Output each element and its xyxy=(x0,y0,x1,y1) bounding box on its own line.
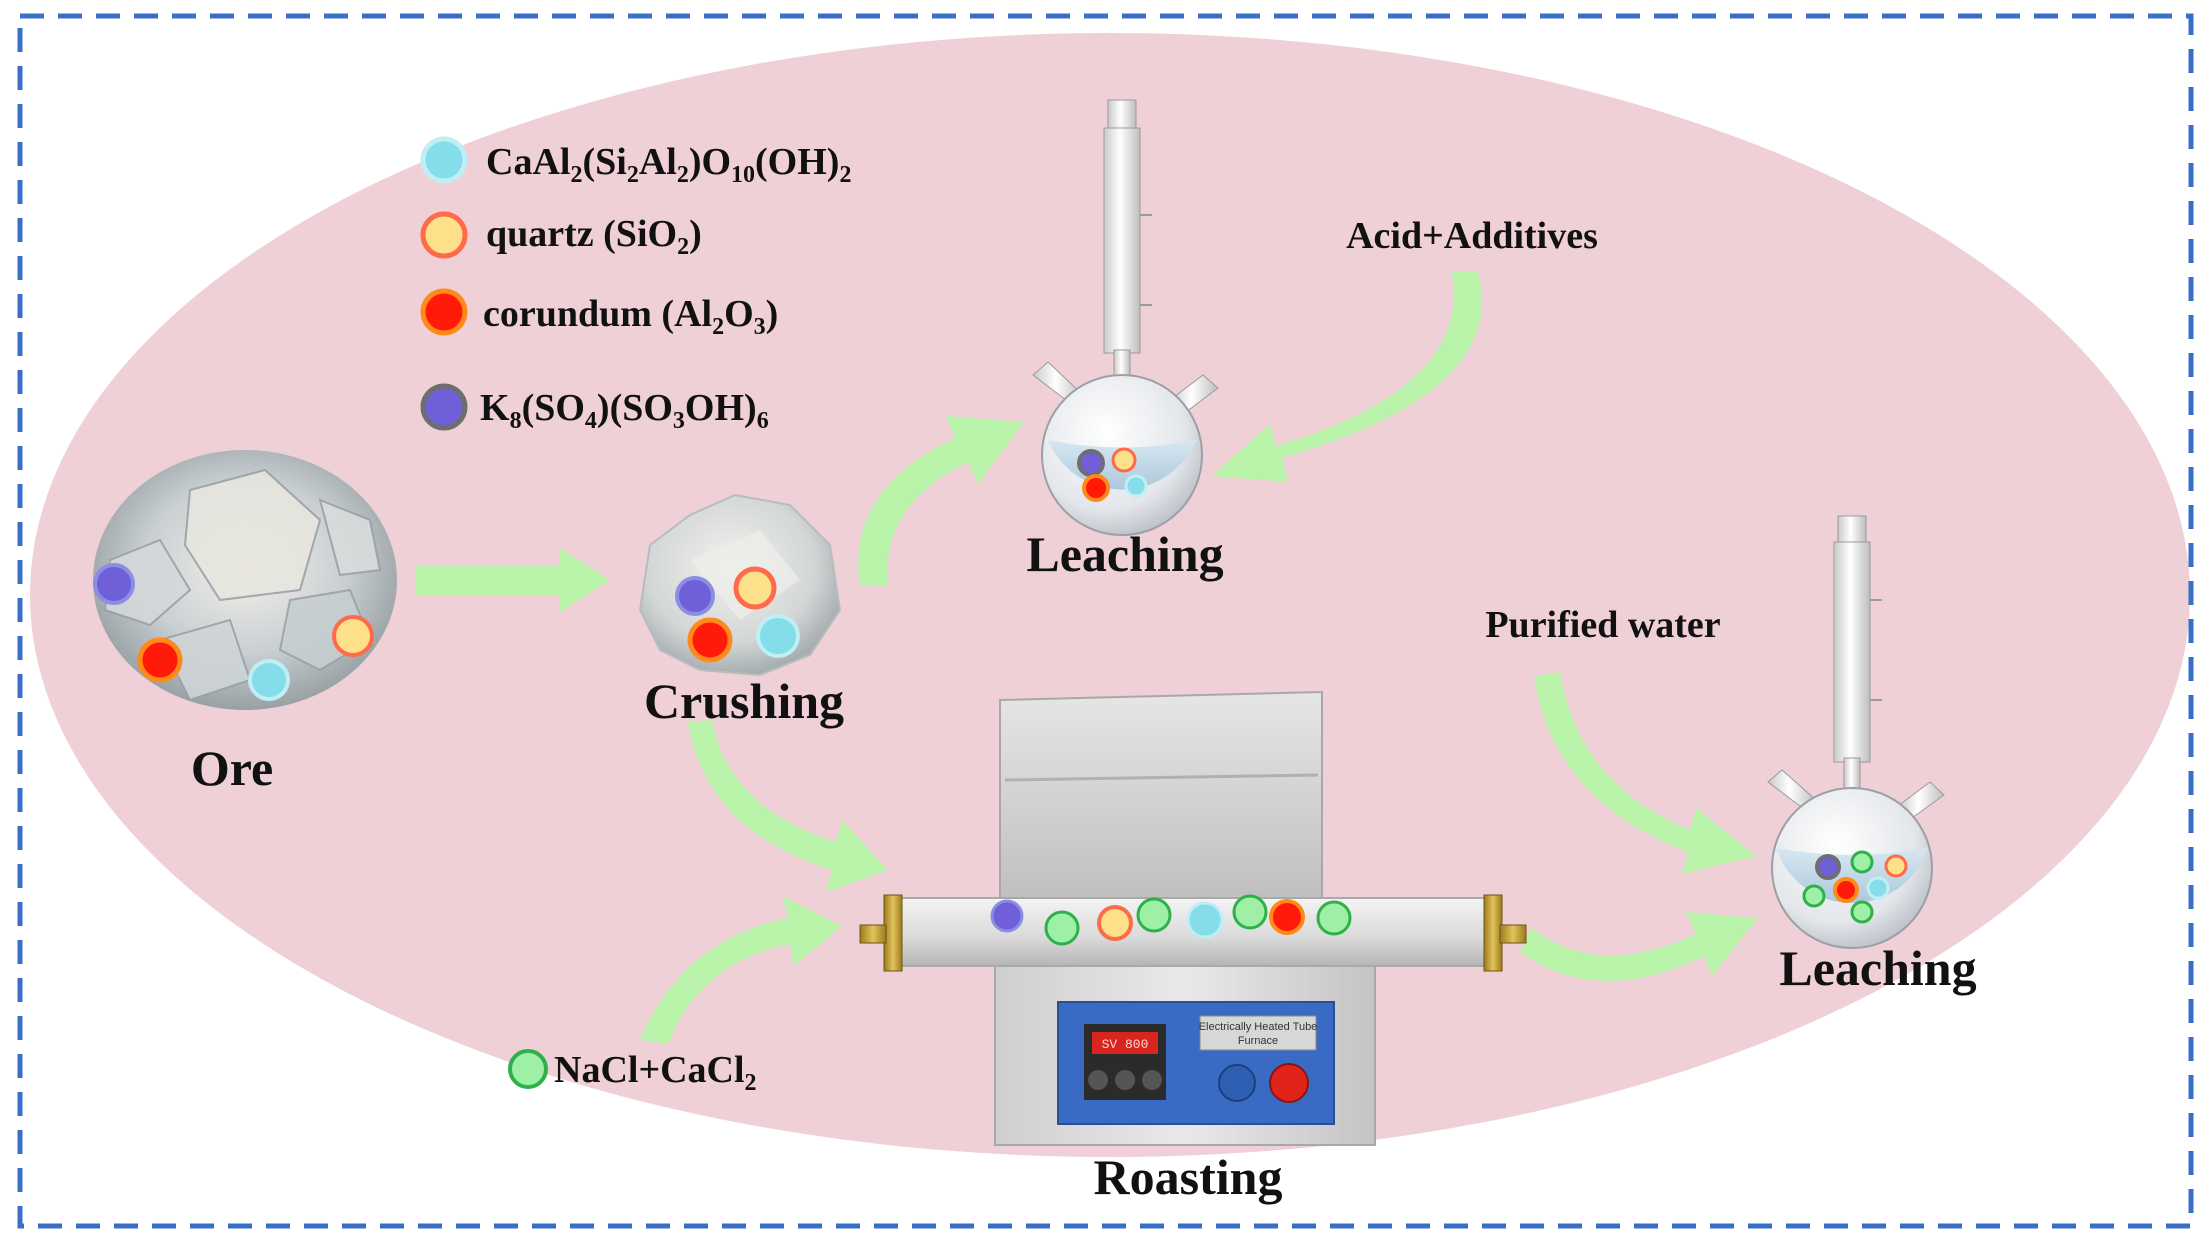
arrow-roasting-to-leaching xyxy=(1520,912,1758,982)
display-readout: SV 800 xyxy=(1102,1037,1149,1052)
particle xyxy=(1802,884,1826,908)
particle xyxy=(733,566,777,610)
legend-label-quartz: quartz (SiO2) xyxy=(486,213,702,260)
formula-text: (SO xyxy=(522,387,585,429)
particle xyxy=(990,899,1024,933)
water-label: Purified water xyxy=(1485,604,1720,646)
particle xyxy=(1833,877,1859,903)
formula-subscript: 4 xyxy=(585,408,597,434)
particle xyxy=(675,576,715,616)
arrow-crushing-to-leaching xyxy=(858,416,1024,585)
leaching-top-label: Leaching xyxy=(1026,526,1223,582)
formula-text: Al xyxy=(639,141,677,183)
formula-subscript: 2 xyxy=(627,162,639,188)
particle xyxy=(1850,900,1874,924)
particle xyxy=(1866,876,1890,900)
legend-marker-caal xyxy=(420,136,468,184)
flow-arrows xyxy=(416,272,1758,1044)
formula-text: NaCl+CaCl xyxy=(554,1049,745,1091)
ore-image xyxy=(93,450,397,710)
particle xyxy=(1136,897,1172,933)
crushed-powder xyxy=(638,493,842,677)
particle xyxy=(756,614,800,658)
background-ellipse xyxy=(30,33,2190,1157)
furnace-nameplate xyxy=(1199,1015,1317,1051)
particle xyxy=(248,659,290,701)
formula-subscript: 2 xyxy=(839,162,851,188)
formula-subscript: 2 xyxy=(745,1070,757,1096)
legend-marker-corundum xyxy=(420,288,468,336)
roasting-label: Roasting xyxy=(1094,1149,1283,1205)
formula-text: )(SO xyxy=(597,387,673,429)
formula-text: )O xyxy=(689,141,731,183)
arrow-water-to-leaching xyxy=(1534,672,1756,874)
crushing-label: Crushing xyxy=(644,673,844,729)
particle xyxy=(687,617,733,663)
tube-furnace: SV 800 Electrically Heated Tube Furnace xyxy=(859,690,1527,1146)
nameplate-line1: Electrically Heated Tube xyxy=(1199,1021,1318,1033)
formula-text: (OH) xyxy=(755,141,839,183)
legend-label-caal: CaAl2(Si2Al2)O10(OH)2 xyxy=(486,141,851,188)
particle xyxy=(332,615,374,657)
particle xyxy=(1269,899,1305,935)
formula-subscript: 2 xyxy=(570,162,582,188)
nacl-marker xyxy=(508,1049,548,1089)
particle xyxy=(1082,474,1110,502)
formula-text: ) xyxy=(766,293,779,335)
formula-subscript: 6 xyxy=(757,408,769,434)
formula-text: quartz (SiO xyxy=(486,213,677,255)
formula-text: K xyxy=(480,387,510,429)
particle xyxy=(137,637,183,683)
arrow-crushing-to-roasting xyxy=(688,720,888,892)
acid-label: Acid+Additives xyxy=(1346,215,1598,257)
leaching-flask-top xyxy=(1032,99,1219,536)
formula-text: corundum (Al xyxy=(483,293,712,335)
legend-label-corundum: corundum (Al2O3) xyxy=(483,293,778,340)
arrow-acid-to-leaching xyxy=(1212,272,1482,482)
particle xyxy=(1077,449,1105,477)
leaching-flask-right xyxy=(1767,515,1945,949)
arrow-ore-to-crushing xyxy=(416,548,610,612)
leaching-right-label: Leaching xyxy=(1779,940,1976,996)
formula-subscript: 8 xyxy=(510,408,522,434)
formula-subscript: 2 xyxy=(677,234,689,260)
legend-marker-quartz xyxy=(420,211,468,259)
legend-marker-potassium-sulfate xyxy=(420,383,468,431)
particle xyxy=(1316,900,1352,936)
particle xyxy=(1850,850,1874,874)
ore-label: Ore xyxy=(191,740,273,796)
dashed-border xyxy=(17,13,2194,1229)
nacl-formula: NaCl+CaCl2 xyxy=(554,1049,757,1096)
formula-subscript: 2 xyxy=(677,162,689,188)
particle xyxy=(1124,474,1148,498)
formula-text: CaAl xyxy=(486,141,570,183)
formula-subscript: 2 xyxy=(712,314,724,340)
particle xyxy=(1884,854,1908,878)
particle xyxy=(93,563,135,605)
particle xyxy=(1232,894,1268,930)
particle xyxy=(1111,447,1137,473)
particle xyxy=(1097,905,1133,941)
red-power-button[interactable] xyxy=(1269,1063,1309,1103)
tube-cap-right xyxy=(1483,894,1503,972)
formula-text: (Si xyxy=(582,141,626,183)
formula-subscript: 3 xyxy=(673,408,685,434)
blue-knob[interactable] xyxy=(1218,1064,1256,1102)
formula-text: ) xyxy=(689,213,702,255)
formula-subscript: 10 xyxy=(731,162,755,188)
nameplate-line2: Furnace xyxy=(1238,1035,1278,1047)
furnace-lid xyxy=(999,690,1323,901)
arrow-nacl-to-roasting xyxy=(640,896,842,1044)
formula-text: OH) xyxy=(685,387,757,429)
particle xyxy=(1815,854,1841,880)
formula-text: O xyxy=(724,293,754,335)
particle xyxy=(1044,910,1080,946)
tube-cap-left xyxy=(883,894,903,972)
formula-subscript: 3 xyxy=(754,314,766,340)
nacl-label: NaCl+CaCl2 xyxy=(554,1049,757,1096)
particle xyxy=(1186,901,1224,939)
legend-label-potassium-sulfate: K8(SO4)(SO3OH)6 xyxy=(480,387,769,434)
